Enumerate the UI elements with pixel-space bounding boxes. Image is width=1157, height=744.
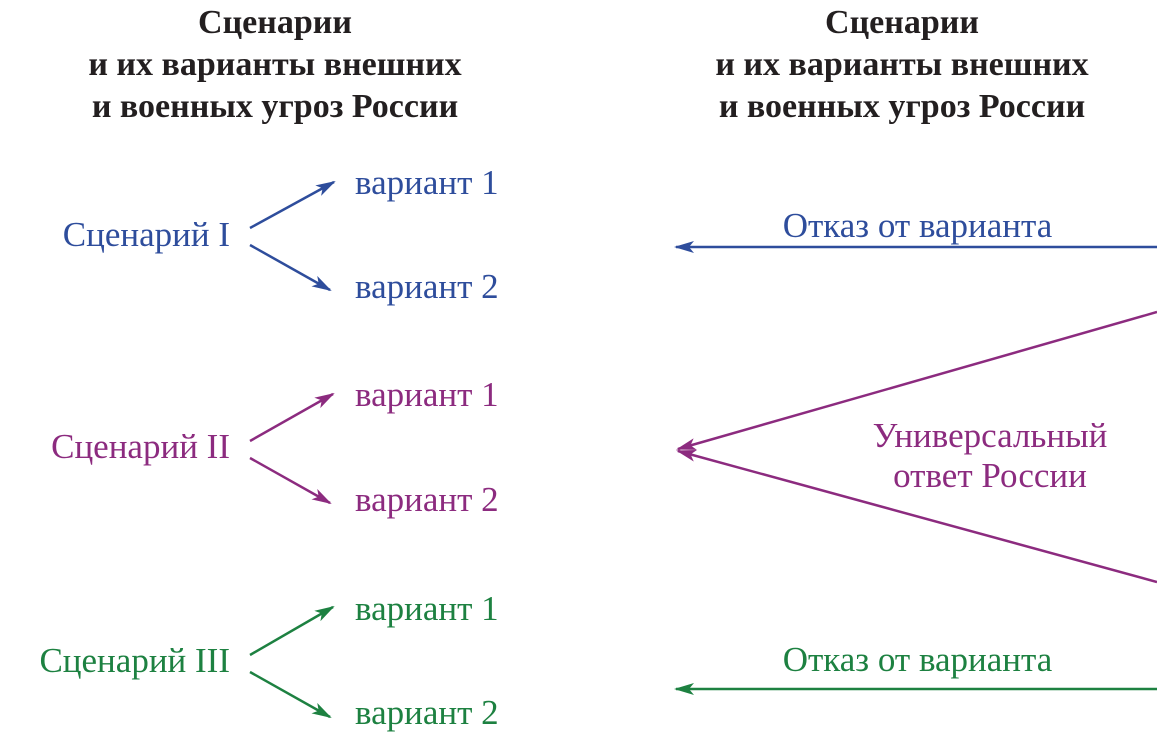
scenario-2-label: Сценарий II <box>51 427 230 466</box>
arrow-scenario-2-variant-2 <box>249 456 332 505</box>
response-middle-label: Универсальный ответ России <box>830 416 1150 496</box>
response-bottom-label: Отказ от варианта <box>782 640 1053 679</box>
left-title-line-3: и военных угроз России <box>91 88 459 125</box>
left-title-line-1: Сценарии <box>198 4 352 41</box>
scenario-3-variant-2: вариант 2 <box>355 693 499 732</box>
arrow-scenario-3-variant-2 <box>249 670 332 719</box>
arrow-scenario-1-variant-2 <box>249 243 332 292</box>
right-title-line-3: и военных угроз России <box>718 88 1086 125</box>
response-top-label: Отказ от варианта <box>782 206 1053 245</box>
scenario-3-variant-1: вариант 1 <box>355 589 499 628</box>
arrow-response-middle-lower <box>676 449 1157 584</box>
scenario-1-variant-2: вариант 2 <box>355 267 499 306</box>
response-middle-line-2: ответ России <box>893 456 1087 495</box>
right-title: Сценарии и их варианты внешних и военных… <box>642 2 1157 128</box>
left-title-line-2: и их варианты внешних <box>88 46 462 83</box>
left-title: Сценарии и их варианты внешних и военных… <box>15 2 535 128</box>
right-title-line-1: Сценарии <box>825 4 979 41</box>
scenario-3-label: Сценарий III <box>39 641 230 680</box>
scenario-1-variant-1: вариант 1 <box>355 163 499 202</box>
response-middle-line-1: Универсальный <box>872 416 1108 455</box>
arrow-response-middle-upper <box>676 310 1157 451</box>
arrow-scenario-2-variant-1 <box>249 392 335 443</box>
scenario-2-variant-1: вариант 1 <box>355 375 499 414</box>
arrow-scenario-3-variant-1 <box>249 605 335 657</box>
right-title-line-2: и их варианты внешних <box>715 46 1089 83</box>
scenario-2-variant-2: вариант 2 <box>355 480 499 519</box>
arrow-scenario-1-variant-1 <box>249 180 336 230</box>
scenario-1-label: Сценарий I <box>62 215 230 254</box>
